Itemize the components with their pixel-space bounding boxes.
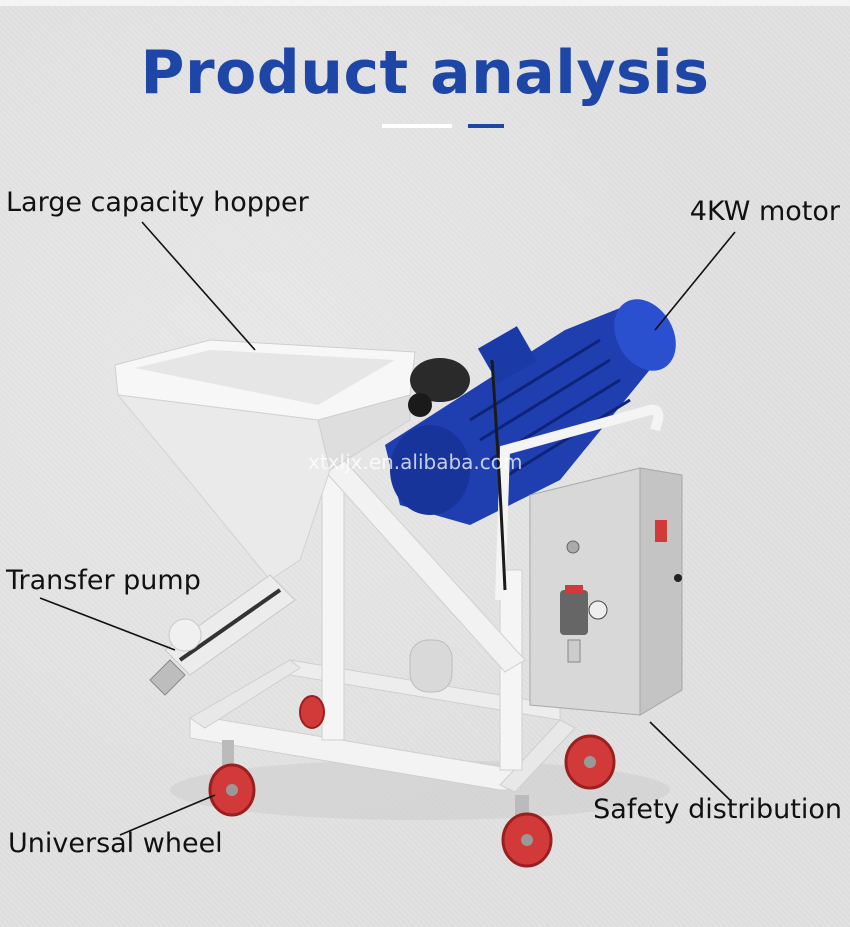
frame-leg-right (499, 569, 523, 771)
label-safety-distribution: Safety distribution (593, 794, 842, 825)
callout-wheel (119, 794, 216, 836)
transfer-pump (149, 574, 296, 696)
top-border (0, 0, 850, 6)
frame-leg-left (321, 469, 345, 741)
handle (495, 404, 664, 601)
wheel-back-left (299, 695, 325, 729)
power-cable (490, 359, 507, 591)
label-motor: 4KW motor (689, 196, 840, 227)
callout-pump (39, 597, 176, 651)
motor (385, 299, 676, 525)
watermark: xtxljx.en.alibaba.com (308, 450, 523, 474)
wheel-front-left (208, 740, 256, 817)
callout-safety (649, 721, 731, 801)
page-title: Product analysis (140, 38, 710, 108)
callout-hopper (141, 221, 256, 351)
label-hopper: Large capacity hopper (6, 187, 309, 218)
outlet-pipe (409, 639, 453, 693)
callout-lines (39, 221, 736, 836)
title-underline-white (382, 124, 452, 128)
hopper (114, 339, 416, 581)
wheel-back-right (564, 734, 616, 790)
wheel-front-right (501, 795, 553, 868)
callout-motor (654, 231, 736, 331)
label-transfer-pump: Transfer pump (6, 565, 201, 596)
title-underline-blue (468, 124, 504, 128)
control-box (529, 467, 683, 716)
label-universal-wheel: Universal wheel (8, 828, 223, 859)
